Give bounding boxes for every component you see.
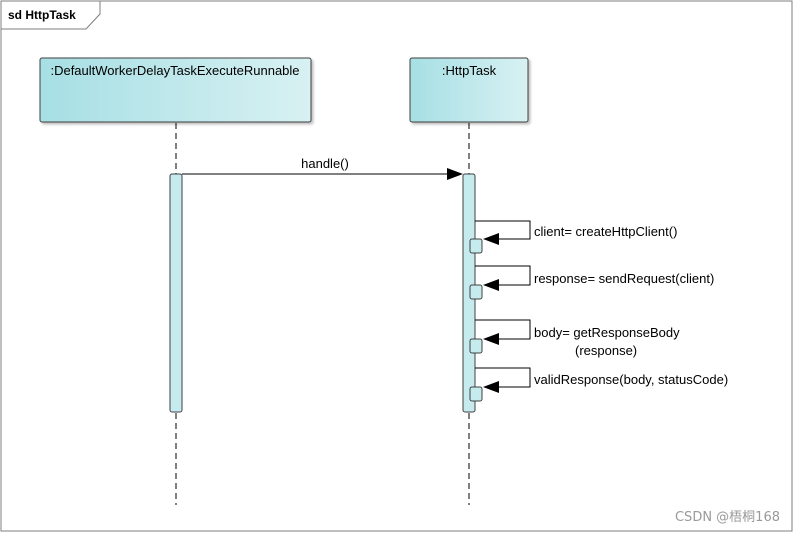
message-send-request-label: response= sendRequest(client) <box>534 271 714 286</box>
message-create-http-client-label: client= createHttpClient() <box>534 224 677 239</box>
arrowhead-icon <box>483 381 499 393</box>
message-get-response-body-label-line2: (response) <box>575 343 637 358</box>
lifeline-runnable[interactable]: :DefaultWorkerDelayTaskExecuteRunnable <box>39 57 312 123</box>
arrowhead-icon <box>483 279 499 291</box>
nested-activation <box>469 284 483 300</box>
self-call-line <box>475 319 531 340</box>
message-get-response-body[interactable]: body= getResponseBody (response) <box>469 319 680 358</box>
self-call-line <box>475 265 531 286</box>
message-handle-label: handle() <box>301 156 349 171</box>
lifeline-httptask[interactable]: :HttpTask <box>409 57 529 123</box>
frame-label: sd HttpTask <box>8 8 76 22</box>
nested-activation <box>469 238 483 254</box>
message-get-response-body-label-line1: body= getResponseBody <box>534 325 680 340</box>
lifeline-head-runnable[interactable] <box>39 57 312 123</box>
lifeline-label-runnable: :DefaultWorkerDelayTaskExecuteRunnable <box>50 63 299 78</box>
message-handle[interactable]: handle() <box>182 156 463 180</box>
self-call-line <box>475 220 531 240</box>
self-call-line <box>475 367 531 388</box>
message-create-http-client[interactable]: client= createHttpClient() <box>469 220 677 254</box>
lifeline-head-httptask[interactable] <box>409 57 529 123</box>
frame-tab <box>0 0 101 30</box>
nested-activation <box>469 386 483 402</box>
message-send-request[interactable]: response= sendRequest(client) <box>469 265 714 300</box>
nested-activation <box>469 338 483 354</box>
message-valid-response-label: validResponse(body, statusCode) <box>534 372 728 387</box>
arrowhead-icon <box>483 233 499 245</box>
arrowhead-icon <box>483 333 499 345</box>
activation-bar-runnable[interactable] <box>169 173 183 413</box>
lifeline-label-httptask: :HttpTask <box>442 63 497 78</box>
watermark: CSDN @梧桐168 <box>674 510 780 525</box>
arrowhead-icon <box>447 168 463 180</box>
message-valid-response[interactable]: validResponse(body, statusCode) <box>469 367 728 402</box>
